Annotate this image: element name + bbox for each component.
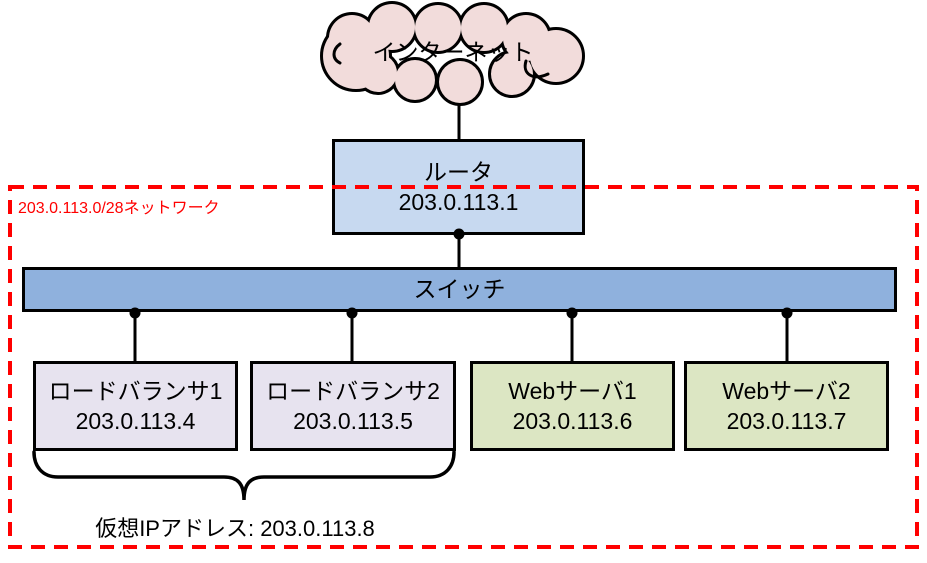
switch-label: スイッチ [413,276,506,303]
node-ip: 203.0.113.5 [293,408,413,434]
node-ip: 203.0.113.4 [75,408,196,434]
virtual-ip-brace [32,450,456,501]
node-ip: 203.0.113.7 [726,408,847,434]
router-box: ルータ 203.0.113.1 [332,139,585,235]
network-boundary-label: 203.0.113.0/28ネットワーク [18,200,220,217]
web-server-2-box: Webサーバ2 203.0.113.7 [684,361,889,451]
node-name: ロードバランサ1 [48,377,223,404]
internet-label: インターネット [372,39,534,65]
node-name: Webサーバ2 [722,377,851,404]
load-balancer-2-box: ロードバランサ2 203.0.113.5 [250,361,456,451]
router-ip: 203.0.113.1 [398,189,519,215]
load-balancer-1-box: ロードバランサ1 203.0.113.4 [33,361,238,451]
node-name: ロードバランサ2 [266,377,440,404]
router-name: ルータ [424,158,493,185]
node-ip: 203.0.113.6 [512,408,633,434]
node-name: Webサーバ1 [508,377,637,404]
switch-box: スイッチ [22,267,897,312]
web-server-1-box: Webサーバ1 203.0.113.6 [470,361,675,451]
virtual-ip-label: 仮想IPアドレス: 203.0.113.8 [95,516,375,541]
